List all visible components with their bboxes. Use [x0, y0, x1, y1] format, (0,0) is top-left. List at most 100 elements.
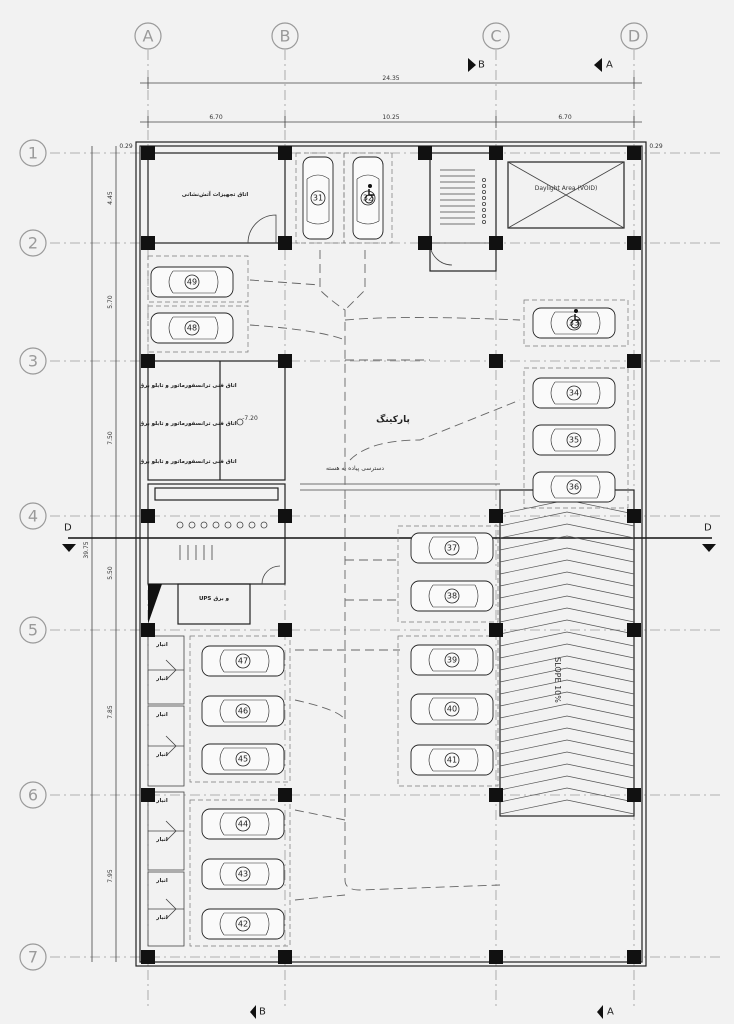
- structural-column: [141, 950, 155, 964]
- storage-label: انبار: [155, 837, 168, 843]
- spot-number-circle: [310, 190, 326, 206]
- parked-car: 31: [302, 156, 334, 240]
- structural-column: [489, 354, 503, 368]
- structural-column: [141, 236, 155, 250]
- lower-core: UPS و برق: [147, 483, 286, 625]
- spot-number: 46: [238, 707, 248, 716]
- section-b-bottom: B: [259, 1007, 266, 1018]
- drive-aisle: [249, 250, 521, 901]
- parking-stall: [523, 367, 629, 509]
- parked-car: 46: [201, 695, 285, 727]
- dim-row-1-2: 4.45: [107, 191, 114, 205]
- dim-bay-right: 6.70: [558, 114, 572, 121]
- spot-number: 38: [447, 592, 457, 601]
- spot-number-circle: [444, 652, 460, 668]
- parked-car: 35: [532, 424, 616, 456]
- spot-number: 44: [238, 820, 248, 829]
- spot-number-circle: [444, 540, 460, 556]
- spot-number-circle: [566, 432, 582, 448]
- grid-col-label-c: C: [490, 27, 501, 46]
- tech-room-note-2: اتاق فنی ترانسفورماتور و تابلو برق: [139, 421, 237, 427]
- skylight-void: Daylight Area (VOID): [507, 161, 625, 229]
- structural-column: [418, 146, 432, 160]
- ramp-slope-label: SLOPE 10%: [553, 657, 562, 703]
- dim-offset-left: 0.29: [119, 143, 133, 150]
- parked-car: 45: [201, 743, 285, 775]
- parked-car: 47: [201, 645, 285, 677]
- spot-number-circle: [444, 588, 460, 604]
- parked-car: 32: [352, 156, 384, 240]
- parked-car: 39: [410, 644, 494, 676]
- ramp: SLOPE 10%: [499, 489, 635, 817]
- wheelchair-icon: [364, 184, 374, 204]
- structural-column: [418, 236, 432, 250]
- spot-number: 45: [238, 755, 248, 764]
- spot-number-circle: [444, 752, 460, 768]
- level-marker: -7.20: [242, 415, 258, 422]
- spot-number: 36: [569, 483, 579, 492]
- structural-column: [489, 146, 503, 160]
- left-dimensions: 39.75 4.45 5.70 7.50 5.50 7.85 7.95: [83, 146, 117, 962]
- spot-number: 49: [187, 278, 197, 287]
- structural-column: [278, 236, 292, 250]
- storage-label: انبار: [155, 878, 168, 884]
- structural-column: [141, 354, 155, 368]
- grid-row-label-2: 2: [28, 234, 38, 253]
- structural-column: [278, 623, 292, 637]
- spot-number: 31: [313, 194, 323, 203]
- spot-number-circle: [566, 385, 582, 401]
- parking-stall: [343, 152, 393, 244]
- spot-number: 39: [447, 656, 457, 665]
- dim-row-3-4: 7.50: [107, 431, 114, 445]
- storage-label: انبار: [155, 642, 168, 648]
- spot-number: 35: [569, 436, 579, 445]
- grid-row-label-4: 4: [28, 507, 38, 526]
- tech-room-note-3: اتاق فنی ترانسفورماتور و تابلو برق: [139, 459, 237, 465]
- structural-column: [278, 509, 292, 523]
- stair-core: [429, 152, 497, 272]
- parked-car: 48: [150, 312, 234, 344]
- grid-row-label-1: 1: [28, 144, 38, 163]
- structural-column: [141, 509, 155, 523]
- spot-number: 41: [447, 756, 457, 765]
- dim-bay-left: 6.70: [209, 114, 223, 121]
- parking-stall: [523, 299, 629, 347]
- grid-row-label-7: 7: [28, 948, 38, 967]
- spot-number-circle: [235, 916, 251, 932]
- spot-number: 42: [238, 920, 248, 929]
- spot-number-circle: [184, 320, 200, 336]
- structural-column: [141, 146, 155, 160]
- spot-number: 47: [238, 657, 248, 666]
- dim-overall-width: 24.35: [382, 75, 399, 82]
- structural-column: [141, 623, 155, 637]
- structural-column: [627, 788, 641, 802]
- section-a-top: A: [606, 60, 613, 71]
- spot-number: 40: [447, 705, 457, 714]
- parking-stall: [397, 525, 499, 623]
- spot-number-circle: [184, 274, 200, 290]
- tech-room-note-1: اتاق فنی ترانسفورماتور و تابلو برق: [139, 383, 237, 389]
- structural-column: [278, 146, 292, 160]
- grid-axes: [50, 50, 720, 1010]
- grid-row-label-3: 3: [28, 352, 38, 371]
- parked-car: 41: [410, 744, 494, 776]
- parking-labels: پارکینگ دسترسی پیاده به هسته: [300, 413, 500, 491]
- structural-column: [278, 354, 292, 368]
- grid-col-label-d: D: [628, 27, 640, 46]
- spot-number: 43: [238, 870, 248, 879]
- fire-equipment-room: اتاق تجهیزات آتش‌نشانی: [147, 152, 286, 244]
- storage-label: انبار: [155, 676, 168, 682]
- spot-number-circle: [235, 751, 251, 767]
- technical-rooms: اتاق فنی ترانسفورماتور و تابلو برق اتاق …: [139, 360, 286, 481]
- parking-label: پارکینگ: [376, 413, 410, 425]
- spot-number-circle: [235, 653, 251, 669]
- ups-room-label: UPS و برق: [199, 596, 230, 602]
- parking-stall: [189, 799, 291, 947]
- grid-row-label-5: 5: [28, 621, 38, 640]
- structural-column: [627, 146, 641, 160]
- dim-offset-right: 0.29: [649, 143, 663, 150]
- spot-number: 37: [447, 544, 457, 553]
